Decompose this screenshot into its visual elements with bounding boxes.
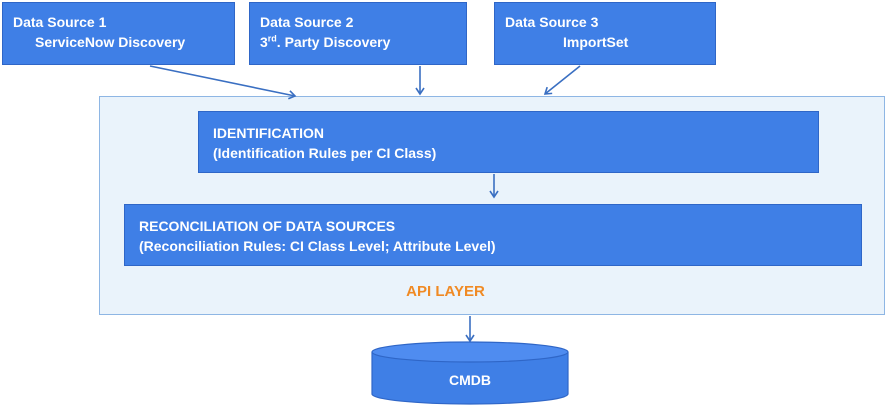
- data-source-3-title: Data Source 3: [505, 14, 599, 30]
- data-source-1-title: Data Source 1: [13, 14, 107, 30]
- data-source-2-box: Data Source 2 3rd. Party Discovery: [249, 2, 467, 65]
- data-source-2-name-rest: . Party Discovery: [276, 34, 391, 50]
- cmdb-label: CMDB: [449, 372, 491, 388]
- data-source-3-name: ImportSet: [563, 34, 629, 50]
- identification-title: IDENTIFICATION: [213, 125, 324, 141]
- data-source-2-name-suffix: rd: [267, 33, 277, 44]
- data-source-2-name-number: 3: [260, 34, 268, 50]
- data-source-1-box: Data Source 1 ServiceNow Discovery: [2, 2, 235, 65]
- data-source-2-title: Data Source 2: [260, 14, 354, 30]
- identification-box: IDENTIFICATION (Identification Rules per…: [198, 111, 819, 173]
- data-source-2-name: 3rd. Party Discovery: [260, 32, 456, 52]
- identification-subtitle: (Identification Rules per CI Class): [213, 145, 437, 161]
- reconciliation-box: RECONCILIATION OF DATA SOURCES (Reconcil…: [124, 204, 862, 266]
- arrow-ds1-to-api: [149, 65, 297, 100]
- reconciliation-subtitle: (Reconciliation Rules: CI Class Level; A…: [139, 238, 496, 254]
- cmdb-database-icon: [371, 341, 569, 405]
- api-layer-label: API LAYER: [406, 283, 485, 300]
- data-source-1-name: ServiceNow Discovery: [35, 34, 186, 50]
- reconciliation-title: RECONCILIATION OF DATA SOURCES: [139, 218, 396, 234]
- data-source-3-box: Data Source 3 ImportSet: [494, 2, 716, 65]
- arrow-ds3-to-api: [543, 65, 581, 95]
